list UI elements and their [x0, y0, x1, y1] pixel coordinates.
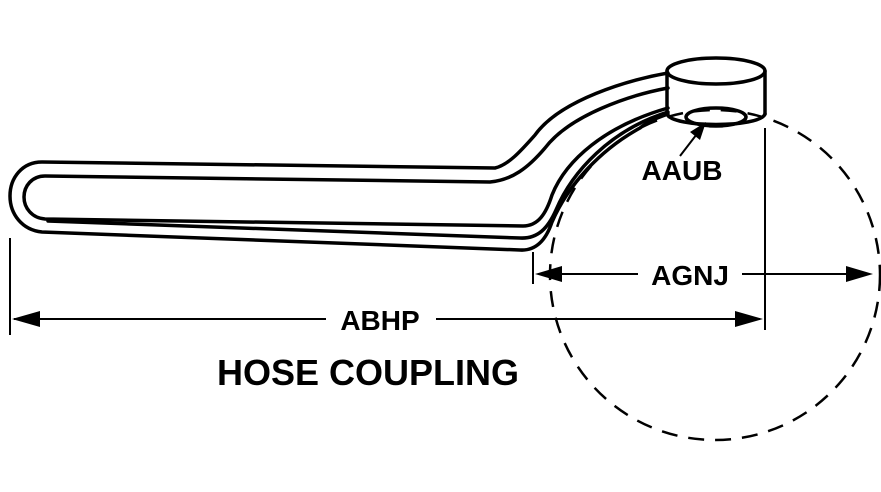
overall-length-label: ABHP	[340, 305, 419, 336]
overall-length-arrow-left	[12, 311, 40, 327]
overall-length-arrow-right	[735, 311, 763, 327]
handle-lower-contour	[46, 110, 670, 240]
pin-leader-arrowhead	[690, 122, 706, 140]
handle-outer-outline	[8, 71, 670, 252]
diagram-caption: HOSE COUPLING	[217, 352, 519, 393]
hook-radius-arrow-left	[535, 266, 562, 282]
pin-diameter-label: AAUB	[642, 155, 723, 186]
pin-bottom-arc	[665, 112, 767, 127]
hook-radius-label: AGNJ	[651, 260, 729, 291]
hook-radius-arrow-right	[846, 266, 873, 282]
pin-hole-ellipse	[684, 106, 748, 128]
handle-inner-outline	[22, 86, 670, 228]
pin-top-ellipse	[665, 56, 767, 86]
